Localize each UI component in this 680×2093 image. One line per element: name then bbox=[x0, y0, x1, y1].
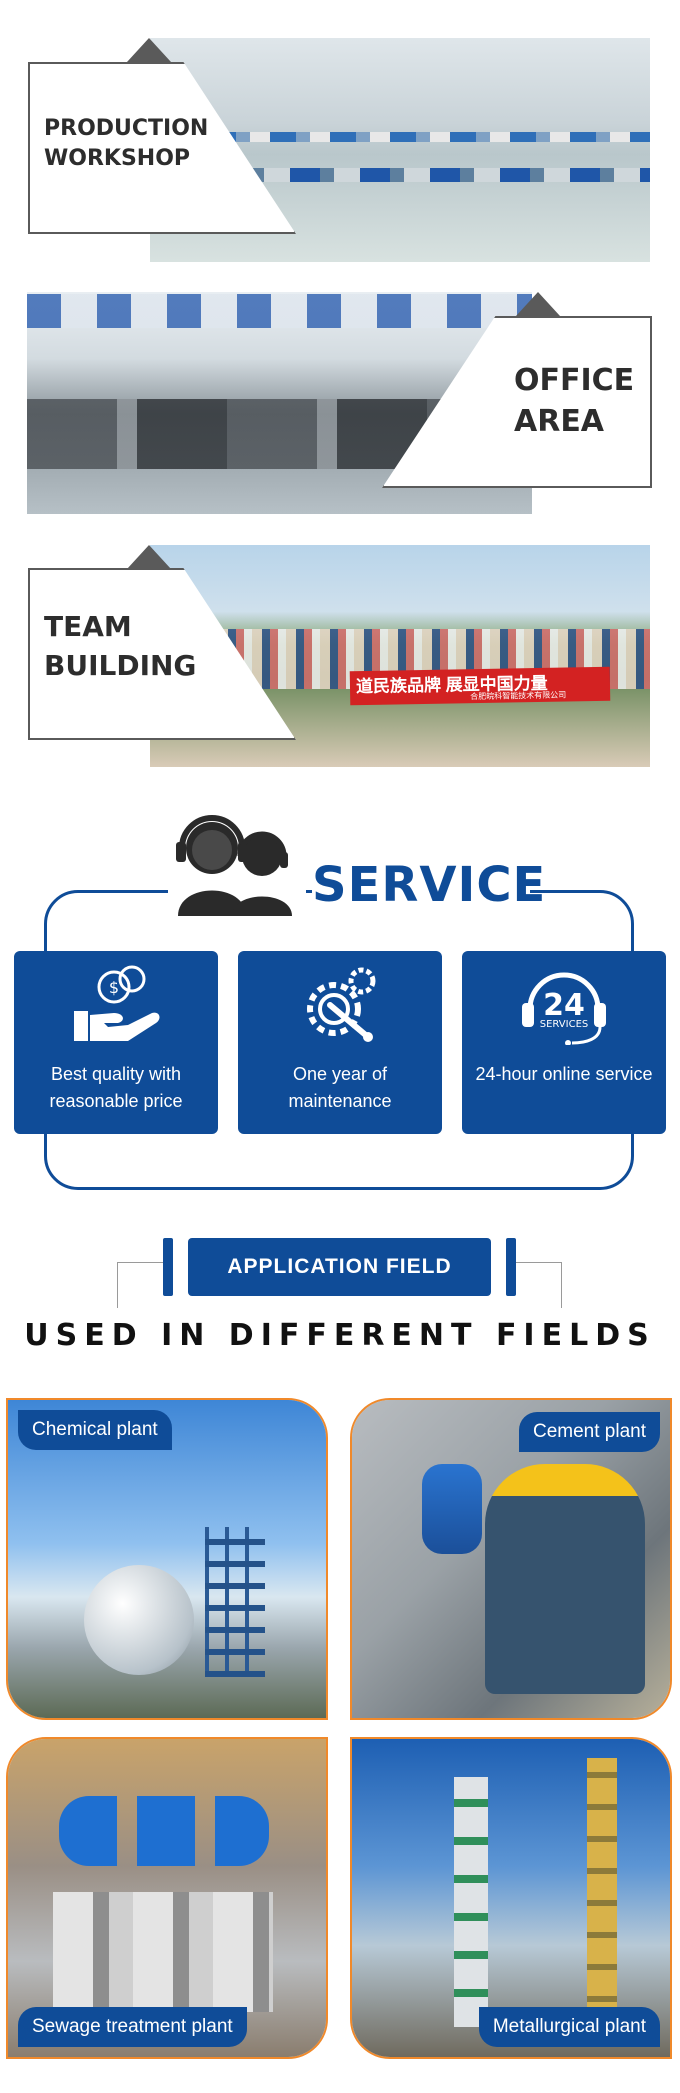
decor-bar-right bbox=[506, 1238, 516, 1296]
production-workshop-label-card: PRODUCTION WORKSHOP bbox=[28, 62, 296, 234]
24h-badge-text: SERVICES bbox=[540, 1019, 589, 1030]
plant-card-cement: Cement plant bbox=[350, 1398, 672, 1720]
svg-text:$: $ bbox=[109, 978, 119, 997]
customer-service-headset-icon bbox=[168, 812, 306, 916]
corner-triangle-decoration bbox=[127, 38, 171, 62]
chemical-plant-photo bbox=[8, 1400, 326, 1718]
corner-triangle-decoration bbox=[127, 545, 171, 569]
team-building-label: TEAM BUILDING bbox=[44, 610, 197, 682]
metallurgical-plant-photo bbox=[352, 1739, 670, 2057]
plant-tag: Chemical plant bbox=[18, 1410, 172, 1450]
service-card-24-hour: 24 SERVICES 24-hour online service bbox=[462, 951, 666, 1134]
service-title: SERVICE bbox=[312, 855, 547, 915]
team-banner-sub-text: 合肥皖科智能技术有限公司 bbox=[470, 690, 567, 702]
decor-bar-left bbox=[163, 1238, 173, 1296]
sewage-treatment-plant-photo bbox=[8, 1739, 326, 2057]
decor-line bbox=[561, 1262, 562, 1308]
plant-tag: Sewage treatment plant bbox=[18, 2007, 247, 2047]
24h-headset-icon: 24 SERVICES bbox=[516, 965, 612, 1046]
money-hand-icon: $ bbox=[68, 965, 164, 1045]
corner-triangle-decoration bbox=[516, 292, 560, 316]
service-card-quality: $ Best quality with reasonable price bbox=[14, 951, 218, 1134]
gear-wrench-icon bbox=[292, 965, 388, 1045]
application-field-pill: APPLICATION FIELD bbox=[188, 1238, 491, 1296]
decor-line bbox=[516, 1262, 562, 1263]
24h-badge-number: 24 bbox=[543, 988, 585, 1023]
service-card-label: Best quality with reasonable price bbox=[49, 1064, 183, 1111]
plant-card-sewage: Sewage treatment plant bbox=[6, 1737, 328, 2059]
used-in-different-fields-title: USED IN DIFFERENT FIELDS bbox=[24, 1318, 656, 1353]
production-workshop-label: PRODUCTION WORKSHOP bbox=[44, 116, 209, 172]
team-banner: 道民族品牌 展显中国力量 合肥皖科智能技术有限公司 bbox=[349, 667, 611, 706]
decor-line bbox=[117, 1262, 118, 1308]
plant-tag: Metallurgical plant bbox=[478, 2007, 660, 2047]
plant-card-metallurgical: Metallurgical plant bbox=[350, 1737, 672, 2059]
service-card-label: One year of maintenance bbox=[288, 1064, 392, 1111]
plant-card-chemical: Chemical plant bbox=[6, 1398, 328, 1720]
office-area-label: OFFICE AREA bbox=[514, 363, 635, 440]
decor-line bbox=[117, 1262, 163, 1263]
service-card-maintenance: One year of maintenance bbox=[238, 951, 442, 1134]
cement-plant-photo bbox=[352, 1400, 670, 1718]
service-card-label: 24-hour online service bbox=[475, 1064, 653, 1084]
plant-tag: Cement plant bbox=[518, 1412, 660, 1452]
